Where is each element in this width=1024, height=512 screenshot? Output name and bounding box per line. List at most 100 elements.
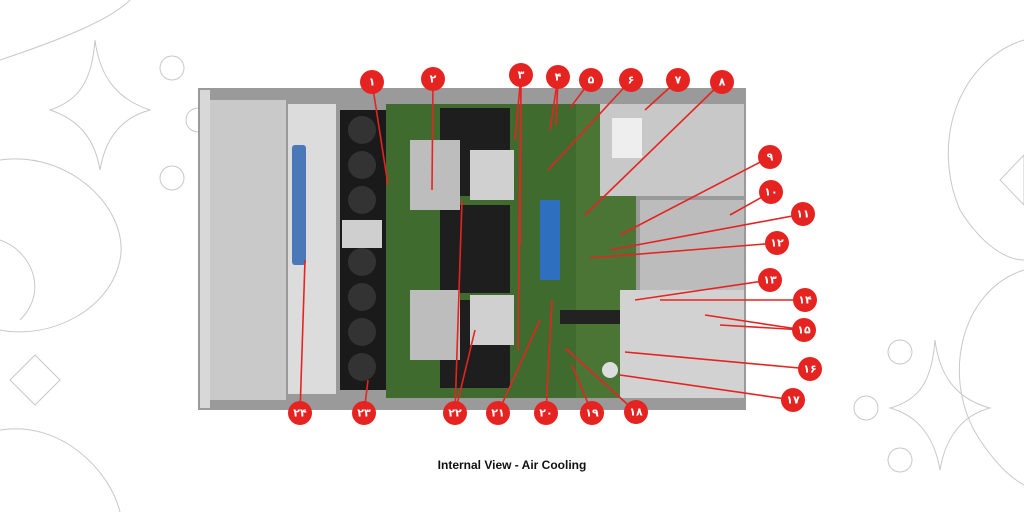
callout-badge	[509, 63, 533, 87]
figure-caption: Internal View - Air Cooling	[437, 458, 587, 472]
callout-14: ۱۴	[660, 288, 817, 312]
callout-number: ۴	[555, 71, 562, 84]
leader-line	[517, 74, 522, 351]
callout-badge	[792, 318, 816, 342]
callout-number: ۱۰	[764, 186, 777, 199]
coin-battery	[602, 362, 618, 378]
callout-badge	[486, 401, 510, 425]
callout-badge	[666, 68, 690, 92]
callout-number: ۲	[430, 73, 437, 86]
callout-number: ۱۷	[786, 394, 800, 407]
callout-badge	[546, 65, 570, 89]
leader-line	[545, 299, 553, 414]
callout-9: ۹	[619, 145, 782, 236]
callout-badge	[421, 67, 445, 91]
callout-badge	[619, 68, 643, 92]
callout-16: ۱۶	[624, 351, 822, 381]
callout-number: ۱۳	[763, 274, 777, 287]
callout-badge	[759, 180, 783, 204]
server-chassis	[198, 88, 746, 410]
callout-number: ۷	[675, 74, 682, 87]
drive-bay	[210, 100, 286, 400]
callout-number: ۸	[719, 76, 726, 89]
callout-number: ۲۲	[448, 407, 462, 420]
fan-array	[340, 110, 386, 390]
callout-number: ۲۰	[539, 407, 552, 420]
callout-12: ۱۲	[589, 231, 789, 259]
leader-line	[619, 156, 771, 236]
callout-number: ۱۸	[629, 406, 643, 419]
callout-number: ۱۹	[585, 407, 599, 420]
leader-line	[299, 259, 306, 414]
leader-line	[564, 347, 637, 413]
leader-line	[624, 351, 811, 370]
heatsinks	[410, 140, 514, 360]
leader-line	[619, 374, 794, 401]
leader-line	[719, 324, 805, 331]
callout-badge	[710, 70, 734, 94]
blue-latch	[292, 145, 306, 265]
callout-19: ۱۹	[571, 364, 604, 425]
callout-badge	[791, 202, 815, 226]
riser-cage	[640, 200, 744, 290]
callout-number: ۵	[588, 74, 595, 87]
leader-line	[584, 81, 723, 216]
callout-number: ۲۴	[293, 407, 307, 420]
leader-line	[454, 199, 463, 414]
callout-badge	[765, 231, 789, 255]
callout-badge	[624, 400, 648, 424]
callout-badge	[758, 145, 782, 169]
leader-line	[371, 81, 389, 186]
callout-badge	[579, 68, 603, 92]
leader-line	[589, 242, 778, 259]
callout-number: ۶	[628, 74, 635, 87]
leader-line	[547, 79, 632, 171]
leader-line	[704, 314, 805, 331]
callout-number: ۱۴	[798, 294, 812, 307]
callout-badge	[360, 70, 384, 94]
callout-3: ۳	[509, 63, 533, 351]
callout-badge	[580, 401, 604, 425]
callout-number: ۱۲	[770, 237, 784, 250]
callout-badge	[352, 401, 376, 425]
callout-8: ۸	[584, 70, 734, 216]
callout-7: ۷	[644, 68, 690, 111]
leader-line	[497, 319, 541, 414]
callout-22: ۲۲	[443, 199, 476, 425]
callout-number: ۱۶	[803, 363, 816, 376]
callout-number: ۳	[518, 69, 525, 82]
leader-line	[454, 329, 476, 414]
callout-number: ۲۳	[357, 407, 371, 420]
callout-4: ۴	[546, 65, 570, 131]
leader-line	[431, 78, 434, 191]
leader-line	[634, 279, 771, 301]
callout-number: ۱	[369, 76, 376, 89]
callout-badge	[793, 288, 817, 312]
callout-13: ۱۳	[634, 268, 782, 301]
callout-23: ۲۳	[352, 379, 376, 425]
callout-badge	[288, 401, 312, 425]
callout-17: ۱۷	[619, 374, 805, 412]
callout-15: ۱۵	[704, 314, 816, 342]
callout-badge	[798, 357, 822, 381]
callout-number: ۱۱	[796, 208, 809, 221]
callout-1: ۱	[360, 70, 389, 186]
callout-number: ۹	[767, 151, 774, 164]
callout-5: ۵	[569, 68, 603, 109]
callout-badge	[758, 268, 782, 292]
callout-21: ۲۱	[486, 319, 541, 425]
callout-24: ۲۴	[288, 259, 312, 425]
callout-badge	[781, 388, 805, 412]
callout-badge	[534, 401, 558, 425]
callout-number: ۱۵	[797, 324, 811, 337]
blue-riser-latch	[540, 200, 560, 280]
callout-number: ۲۱	[491, 407, 504, 420]
callout-10: ۱۰	[729, 180, 783, 216]
callout-6: ۶	[547, 68, 643, 171]
callout-2: ۲	[421, 67, 445, 191]
callout-badge	[443, 401, 467, 425]
callout-20: ۲۰	[534, 299, 558, 425]
